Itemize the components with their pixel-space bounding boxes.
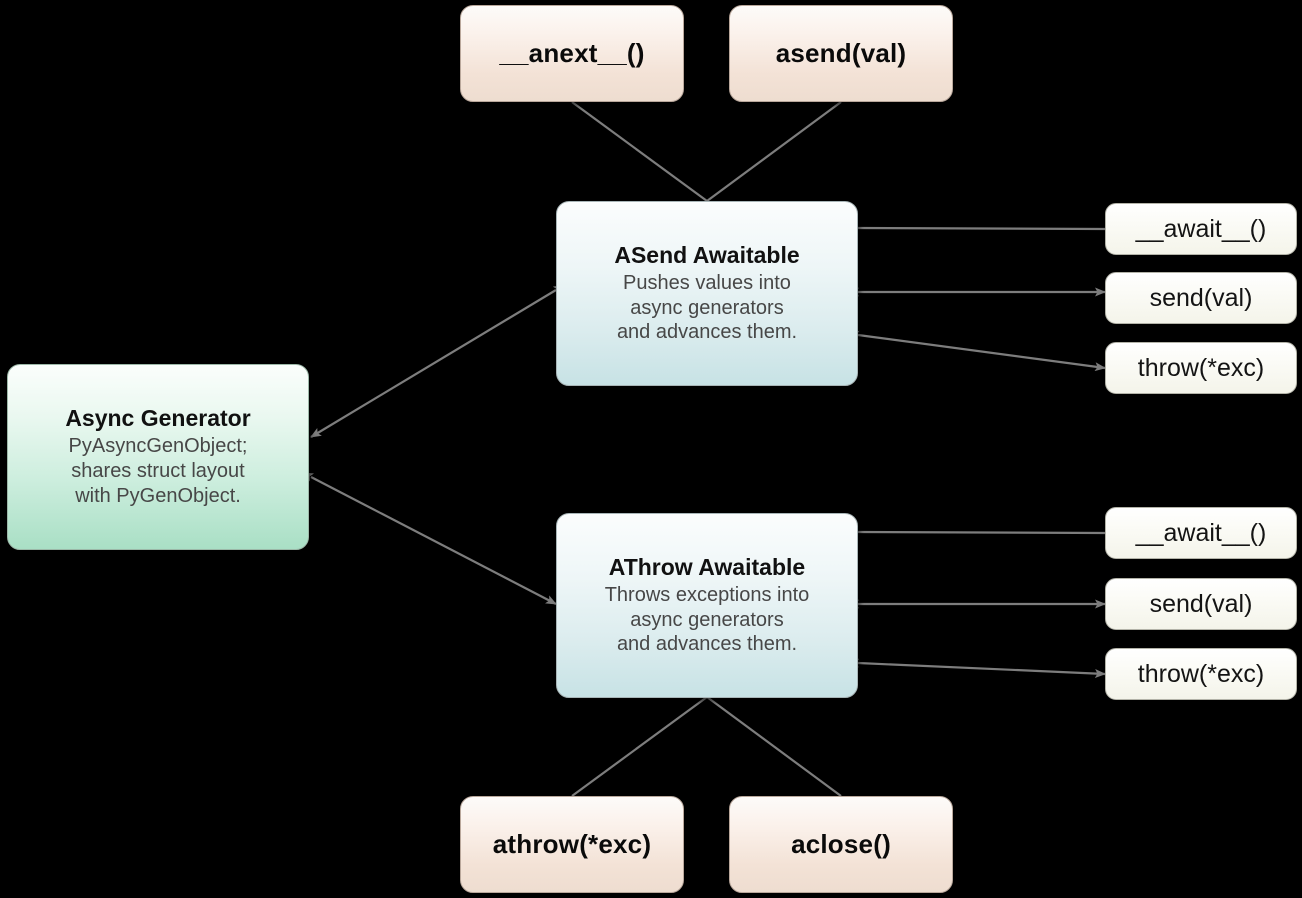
node-async-generator-desc-line1: PyAsyncGenObject;	[68, 435, 248, 458]
node-athrow-slot-send-label: send(val)	[1149, 589, 1253, 618]
node-athrow-title: AThrow Awaitable	[608, 553, 806, 580]
node-athrow-slot-send[interactable]: send(val)	[1105, 578, 1297, 630]
node-async-generator-desc-line2: shares struct layout	[71, 460, 245, 483]
node-athrow-exc[interactable]: athrow(*exc)	[460, 796, 684, 893]
node-athrow-desc-line2: async generators	[630, 608, 784, 631]
node-athrow-slot-throw-label: throw(*exc)	[1137, 659, 1265, 688]
edge-asend-await	[857, 226, 1106, 231]
node-asend-awaitable[interactable]: ASend Awaitable Pushes values into async…	[556, 201, 858, 386]
edge-athrow-throw	[848, 658, 1106, 679]
node-athrow-slot-await-label: __await__()	[1135, 518, 1267, 547]
node-anext[interactable]: __anext__()	[460, 5, 684, 102]
node-athrow-slot-throw[interactable]: throw(*exc)	[1105, 648, 1297, 700]
node-anext-label: __anext__()	[499, 38, 645, 68]
node-asend-val[interactable]: asend(val)	[729, 5, 953, 102]
edge-generator-athrow	[302, 472, 557, 605]
node-athrow-exc-label: athrow(*exc)	[492, 829, 652, 859]
node-async-generator[interactable]: Async Generator PyAsyncGenObject; shares…	[7, 364, 309, 550]
edge-athrowexc-to-athrow	[571, 696, 708, 797]
node-asend-desc-line2: async generators	[630, 296, 784, 319]
node-athrow-desc-line3: and advances them.	[616, 633, 798, 656]
node-asend-slot-await[interactable]: __await__()	[1105, 203, 1297, 255]
node-aclose-label: aclose()	[791, 829, 891, 859]
node-athrow-desc-line1: Throws exceptions into	[604, 583, 810, 606]
node-asend-slot-send-label: send(val)	[1149, 283, 1253, 312]
edge-anext-to-asend	[571, 101, 708, 202]
edge-asendval-to-asend	[706, 101, 842, 202]
edge-generator-asend	[310, 284, 565, 438]
node-asend-slot-await-label: __await__()	[1135, 214, 1267, 243]
node-athrow-awaitable[interactable]: AThrow Awaitable Throws exceptions into …	[556, 513, 858, 698]
edge-aclose-to-athrow	[706, 696, 842, 797]
node-asend-desc-line1: Pushes values into	[623, 271, 791, 294]
node-asend-slot-throw[interactable]: throw(*exc)	[1105, 342, 1297, 394]
edge-asend-throw	[848, 330, 1106, 372]
node-asend-title: ASend Awaitable	[614, 241, 800, 268]
node-async-generator-title: Async Generator	[65, 405, 251, 432]
node-asend-desc-line3: and advances them.	[616, 321, 798, 344]
edge-athrow-await	[857, 530, 1106, 535]
node-asend-val-label: asend(val)	[775, 38, 907, 68]
node-asend-slot-send[interactable]: send(val)	[1105, 272, 1297, 324]
node-async-generator-desc-line3: with PyGenObject.	[75, 484, 241, 507]
node-asend-slot-throw-label: throw(*exc)	[1137, 353, 1265, 382]
node-aclose[interactable]: aclose()	[729, 796, 953, 893]
node-athrow-slot-await[interactable]: __await__()	[1105, 507, 1297, 559]
